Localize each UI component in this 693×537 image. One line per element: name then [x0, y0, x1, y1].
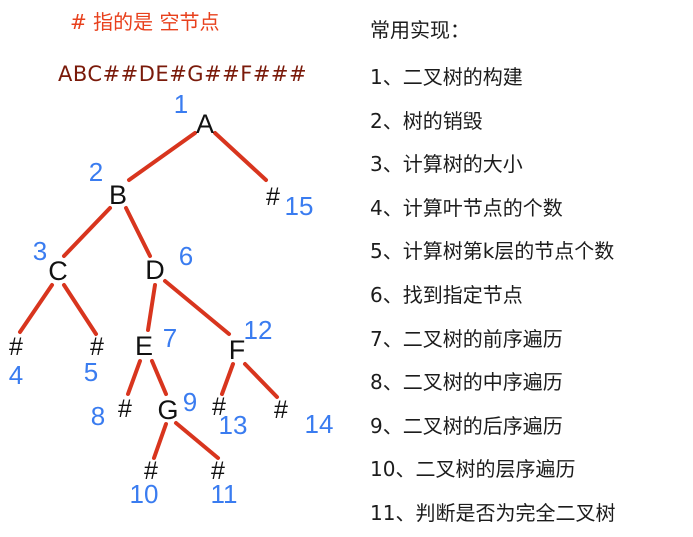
tree-edge — [18, 283, 54, 334]
operation-item: 1、二叉树的构建 — [370, 65, 523, 89]
tree-edges — [18, 131, 279, 460]
operations-list: 1、二叉树的构建 2、树的销毁 3、计算树的大小 4、计算叶节点的个数 5、计算树第k层… — [370, 56, 615, 536]
operation-item: 10、二叉树的层序遍历 — [370, 457, 576, 482]
operation-item: 11、判断是否为完全二叉树 — [370, 500, 616, 525]
visit-order-number: 3 — [33, 236, 47, 266]
visit-order-number: 6 — [179, 241, 193, 271]
null-node: # — [274, 396, 288, 424]
tree-edge — [124, 206, 152, 258]
visit-order-number: 14 — [305, 409, 334, 439]
null-node: # — [9, 333, 23, 361]
tree-edge — [220, 362, 235, 396]
tree-node-g: G — [157, 395, 178, 425]
preorder-sequence: ABC##DE#G##F### — [58, 62, 308, 86]
tree-node-c: C — [48, 256, 68, 286]
visit-order-number: 4 — [9, 360, 23, 390]
visit-order-number: 1 — [174, 89, 188, 119]
operation-item: 4、计算叶节点的个数 — [370, 195, 563, 220]
tree-node-f: F — [229, 335, 246, 365]
tree-edge — [62, 206, 112, 258]
visit-order-number: 10 — [130, 479, 159, 509]
tree-edge — [146, 283, 157, 332]
null-node: # — [144, 457, 158, 485]
visit-order-number: 2 — [89, 157, 103, 187]
tree-node-b: B — [109, 180, 127, 210]
tree-edge — [213, 131, 268, 182]
tree-edge — [127, 131, 197, 182]
tree-node-d: D — [145, 255, 165, 285]
tree-nodes: ABC##DE#G##F### — [9, 109, 288, 485]
null-node: # — [90, 333, 104, 361]
operation-item: 3、计算树的大小 — [370, 152, 523, 177]
tree-node-e: E — [135, 331, 153, 361]
operation-item: 2、树的销毁 — [370, 108, 483, 133]
null-node: # — [266, 183, 280, 211]
tree-edge — [243, 362, 279, 399]
null-node: # — [211, 457, 225, 485]
tree-edge — [152, 422, 168, 460]
visit-order-number: 7 — [163, 323, 177, 353]
operations-panel: 常用实现： 1、二叉树的构建 2、树的销毁 3、计算树的大小 4、计算叶节点的个数 5、… — [370, 12, 615, 536]
visit-order-number: 12 — [244, 315, 273, 345]
visit-order-number: 9 — [183, 387, 197, 417]
visit-order-number: 15 — [285, 191, 314, 221]
tree-edge — [174, 421, 220, 460]
visit-order-number: 11 — [211, 479, 238, 509]
operation-item: 5、计算树第k层的节点个数 — [370, 239, 615, 264]
visit-order-number: 5 — [84, 357, 98, 387]
tree-edge — [163, 279, 231, 336]
operation-item: 7、二叉树的前序遍历 — [370, 326, 563, 351]
null-node: # — [212, 393, 226, 421]
operation-item: 9、二叉树的后序遍历 — [370, 413, 563, 438]
tree-node-a: A — [196, 109, 214, 139]
panel-title: 常用实现： — [370, 18, 470, 42]
null-node: # — [118, 395, 132, 423]
visit-order-number: 13 — [219, 410, 248, 440]
operation-item: 8、二叉树的中序遍历 — [370, 370, 563, 395]
visit-order-number: 8 — [91, 401, 105, 431]
tree-edge — [62, 283, 98, 336]
null-node-note: # 指的是 空节点 — [70, 10, 220, 34]
operation-item: 6、找到指定节点 — [370, 282, 523, 307]
tree-edge — [126, 359, 142, 396]
tree-edge — [150, 359, 168, 396]
